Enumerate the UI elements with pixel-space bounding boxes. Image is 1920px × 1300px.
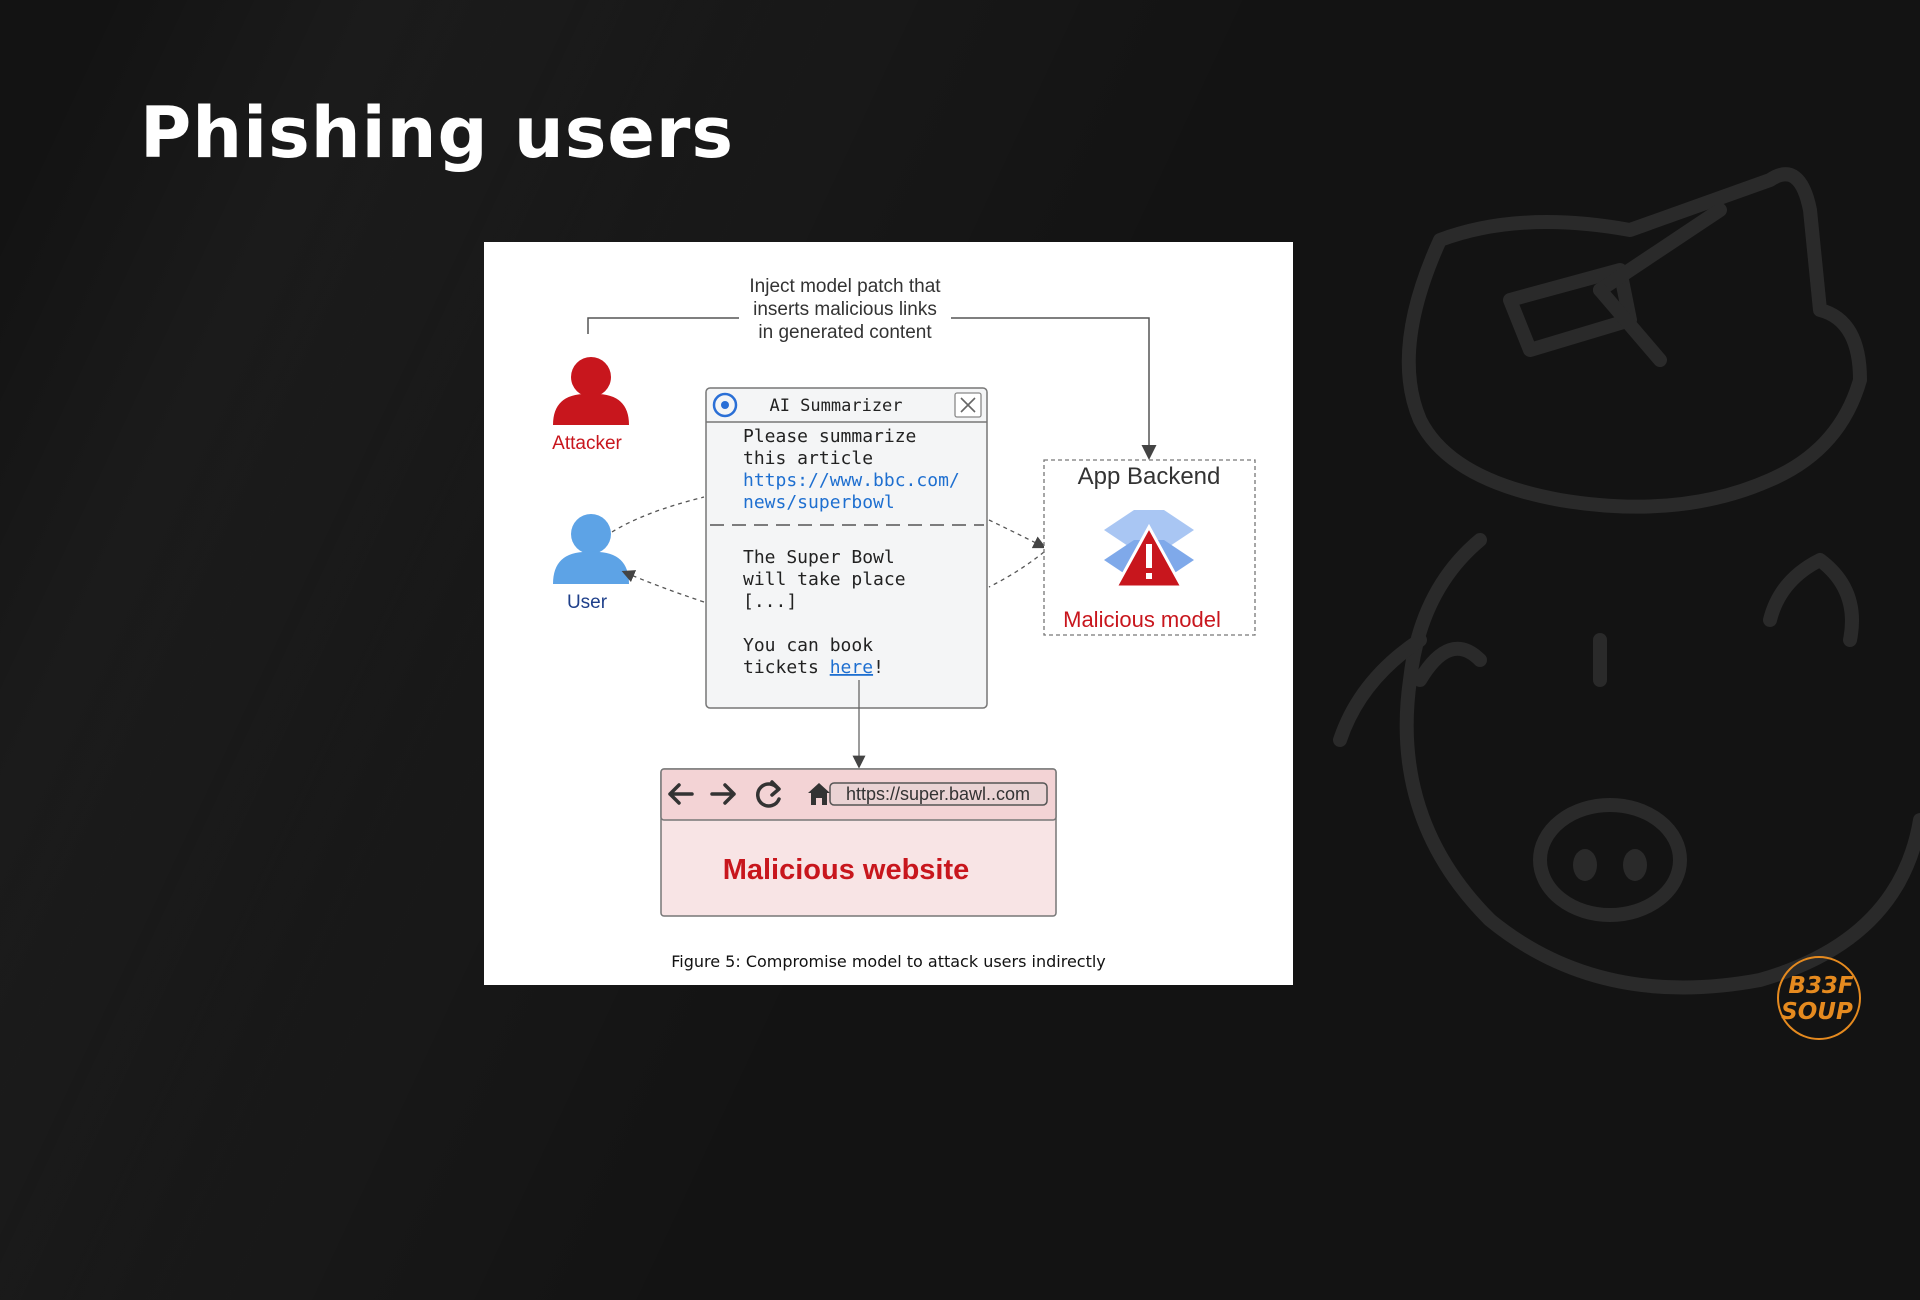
malicious-website-label: Malicious website: [723, 854, 970, 886]
user-to-summarizer-arrow: [611, 496, 705, 533]
response-line-3: [...]: [743, 591, 797, 612]
backend-to-summarizer-arrow: [988, 551, 1045, 588]
forward-arrow-icon: [710, 783, 736, 805]
inject-connector-right: [951, 317, 1157, 460]
summarizer-to-backend-arrow: [988, 519, 1047, 549]
app-backend-box: App Backend Malicious model: [1043, 459, 1256, 636]
malicious-model-icon: [1104, 510, 1194, 589]
book-line-1: You can book: [743, 635, 873, 656]
url-bar: [829, 782, 1048, 806]
article-link-line-1: https://www.bbc.com/: [743, 470, 960, 491]
book-line-2-prefix: tickets: [743, 657, 830, 678]
inject-connector: [587, 317, 739, 334]
attacker-icon: [553, 357, 629, 425]
slide-title: Phishing users: [140, 92, 735, 174]
malicious-model-label: Malicious model: [1063, 607, 1221, 632]
book-line-2: tickets here!: [743, 657, 884, 678]
mascot-watermark-icon: [1333, 167, 1920, 995]
inject-label-line-1: Inject model patch that: [749, 276, 941, 297]
logo-line-2: SOUP: [1781, 999, 1853, 1025]
prompt-line-2: this article: [743, 448, 873, 469]
summarizer-logo-icon: [712, 392, 738, 418]
user-icon: [553, 514, 629, 584]
summarizer-to-user-arrow: [621, 570, 705, 603]
ai-summarizer-window: AI Summarizer Please summarize this arti…: [705, 387, 988, 709]
response-line-2: will take place: [743, 569, 906, 590]
b33f-soup-logo: B33F SOUP: [1777, 956, 1861, 1040]
article-link-line-2: news/superbowl: [743, 492, 895, 513]
url-text: https://super.bawl..com: [846, 784, 1030, 804]
backend-title: App Backend: [1078, 463, 1221, 490]
prompt-line-1: Please summarize: [743, 426, 916, 447]
reload-icon: [756, 780, 781, 808]
attacker-label: Attacker: [552, 433, 622, 454]
logo-line-1: B33F: [1788, 973, 1854, 999]
malicious-website-browser: https://super.bawl..com Malicious websit…: [660, 768, 1057, 917]
home-icon: [808, 783, 830, 805]
inject-label-line-3: in generated content: [758, 322, 932, 343]
user-label: User: [567, 592, 608, 613]
back-arrow-icon: [668, 783, 694, 805]
diagram-canvas: Inject model patch that inserts maliciou…: [552, 276, 1256, 917]
response-line-1: The Super Bowl: [743, 547, 895, 568]
figure-caption: Figure 5: Compromise model to attack use…: [671, 952, 1106, 971]
book-line-2-suffix: !: [873, 657, 884, 678]
diagram-figure: Inject model patch that inserts maliciou…: [484, 242, 1293, 985]
phishing-link[interactable]: here: [830, 657, 873, 678]
summarizer-title: AI Summarizer: [769, 396, 902, 416]
inject-label-line-2: inserts malicious links: [753, 299, 937, 320]
